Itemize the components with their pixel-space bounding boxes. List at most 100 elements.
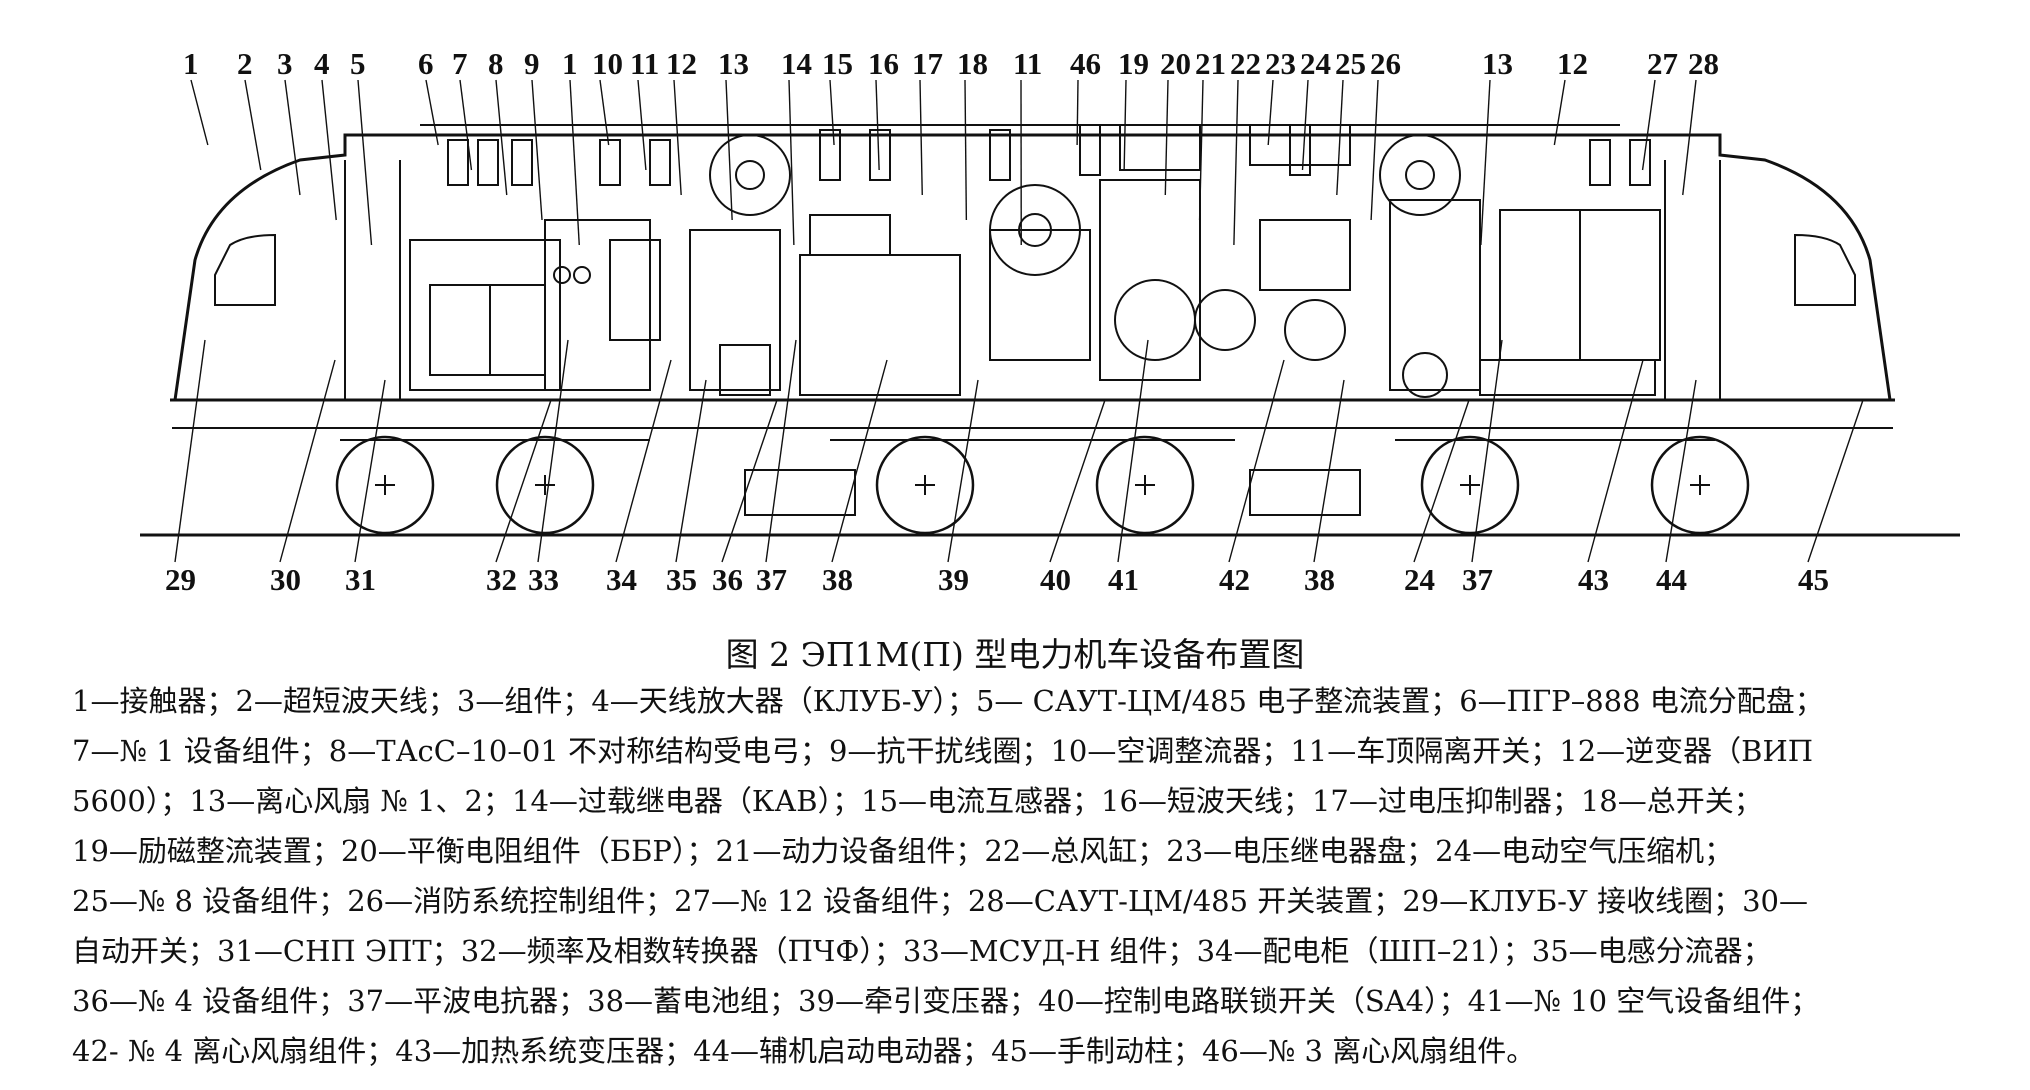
label-top: 26 <box>1370 46 1401 81</box>
leader-line <box>788 79 795 246</box>
legend-item: 32—频率及相数转换器（ПЧФ）； <box>460 934 903 968</box>
legend-item: 18—总开关； <box>1580 784 1763 818</box>
leader-line <box>1267 79 1274 146</box>
leader-line <box>495 79 508 196</box>
legend-item: 19—励磁整流装置； <box>72 834 341 868</box>
legend-item: 46—№ 3 离心风扇组件。 <box>1201 1034 1536 1068</box>
legend-item: 5— САУТ-ЦМ/485 电子整流装置； <box>975 684 1460 718</box>
label-top: 22 <box>1230 46 1261 81</box>
label-top: 20 <box>1160 46 1191 81</box>
label-top: 16 <box>868 46 899 81</box>
legend-item: 14—过载继电器（КАВ）； <box>512 784 862 818</box>
bottom-label-group: 29 30 31 32 33 34 35 36 37 38 39 40 41 4… <box>165 562 1829 597</box>
label-top: 46 <box>1070 46 1101 81</box>
label-top: 8 <box>488 46 504 81</box>
legend-item: 35—电感分流器； <box>1531 934 1772 968</box>
leader-line <box>459 79 473 171</box>
label-top: 6 <box>418 46 434 81</box>
label-bottom: 37 <box>756 562 787 597</box>
leader-line <box>829 79 835 146</box>
leader-line <box>174 339 206 563</box>
label-top: 2 <box>237 46 253 81</box>
leader-line <box>964 79 968 221</box>
legend-item: 22—总风缸； <box>984 834 1167 868</box>
legend-item: 12—逆变器（ВИП <box>1559 734 1814 768</box>
leader-line <box>244 79 262 171</box>
label-bottom: 30 <box>270 562 301 597</box>
label-top: 3 <box>277 46 293 81</box>
leader-line <box>599 79 610 146</box>
legend-item: 20—平衡电阻组件（ББР）； <box>340 834 716 868</box>
legend-item: 31—СНП ЭПТ； <box>217 934 461 968</box>
label-top: 23 <box>1265 46 1296 81</box>
leader-line <box>531 79 543 221</box>
legend-text: 1—接触器；2—超短波天线；3—组件；4—天线放大器（КЛУБ-У）；5— СА… <box>72 676 1987 1076</box>
label-top: 9 <box>524 46 540 81</box>
label-bottom: 38 <box>822 562 853 597</box>
leader-line <box>1233 79 1239 246</box>
legend-item: 33—МСУД-Н 组件； <box>902 934 1197 968</box>
leader-line <box>1370 79 1379 221</box>
legend-item: 37—平波电抗器； <box>347 984 588 1018</box>
legend-item: 2—超短波天线； <box>235 684 457 718</box>
legend-item: 8—ТАсС–10–01 不对称结构受电弓； <box>328 734 829 768</box>
legend-item: 1—接触器； <box>72 684 236 718</box>
label-top: 4 <box>314 46 330 81</box>
label-bottom: 39 <box>938 562 969 597</box>
leader-line <box>354 379 386 563</box>
label-top: 7 <box>452 46 468 81</box>
legend-item: 45—手制动柱； <box>991 1034 1202 1068</box>
label-bottom: 32 <box>486 562 517 597</box>
legend-item: 36—№ 4 设备组件； <box>72 984 348 1018</box>
leader-line <box>1198 79 1204 221</box>
leader-line <box>1471 339 1503 563</box>
leader-line <box>875 79 880 171</box>
legend-item: 10—空调整流器； <box>1050 734 1291 768</box>
leader-line <box>321 79 337 221</box>
label-top: 21 <box>1195 46 1226 81</box>
label-top: 12 <box>666 46 697 81</box>
leader-line <box>279 359 336 563</box>
leader-line <box>1313 379 1345 563</box>
label-bottom: 24 <box>1404 562 1435 597</box>
label-bottom: 29 <box>165 562 196 597</box>
legend-item: 自动开关； <box>72 934 218 968</box>
legend-item: 9—抗干扰线圈； <box>829 734 1051 768</box>
leader-line <box>1301 79 1309 171</box>
locomotive-layout-diagram: 1 2 3 4 5 6 7 8 9 1 10 11 12 13 14 15 16… <box>140 46 1960 597</box>
leader-line <box>1336 79 1344 196</box>
leader-line <box>1587 359 1644 563</box>
legend-item: 41—№ 10 空气设备组件； <box>1467 984 1820 1018</box>
legend-item: 27—№ 12 设备组件； <box>674 884 968 918</box>
leader-line <box>721 399 778 563</box>
legend-item: 23—电压继电器盘； <box>1166 834 1436 868</box>
label-bottom: 33 <box>528 562 559 597</box>
top-label-group: 1 2 3 4 5 6 7 8 9 1 10 11 12 13 14 15 16… <box>183 46 1719 81</box>
label-top: 17 <box>912 46 943 81</box>
leader-line <box>425 79 439 146</box>
legend-item: 43—加热系统变压器； <box>395 1034 694 1068</box>
leader-line <box>1076 79 1079 146</box>
legend-item: 16—短波天线； <box>1101 784 1312 818</box>
leader-line <box>1228 359 1285 563</box>
legend-item: 6—ПГР–888 电流分配盘； <box>1459 684 1824 718</box>
label-bottom: 40 <box>1040 562 1071 597</box>
leader-line <box>284 79 301 196</box>
leader-line <box>1553 79 1566 146</box>
legend-item: 3—组件； <box>456 684 592 718</box>
legend-item: 17—过电压抑制器； <box>1311 784 1581 818</box>
label-bottom: 31 <box>345 562 376 597</box>
legend-item: 4—天线放大器（КЛУБ-У）； <box>591 684 976 718</box>
label-top: 11 <box>1013 46 1042 81</box>
legend-item: 28—САУТ-ЦМ/485 开关装置； <box>967 884 1403 918</box>
leader-line <box>919 79 923 196</box>
label-bottom: 37 <box>1462 562 1493 597</box>
leader-line <box>947 379 979 563</box>
figure-caption: 图 2 ЭП1М(П) 型电力机车设备布置图 <box>725 635 1305 674</box>
label-top: 27 <box>1647 46 1678 81</box>
legend-item: 5600）； <box>72 784 190 818</box>
leader-line <box>615 359 672 563</box>
label-top: 15 <box>822 46 853 81</box>
leader-line <box>1413 399 1470 563</box>
leader-line <box>1164 79 1169 196</box>
